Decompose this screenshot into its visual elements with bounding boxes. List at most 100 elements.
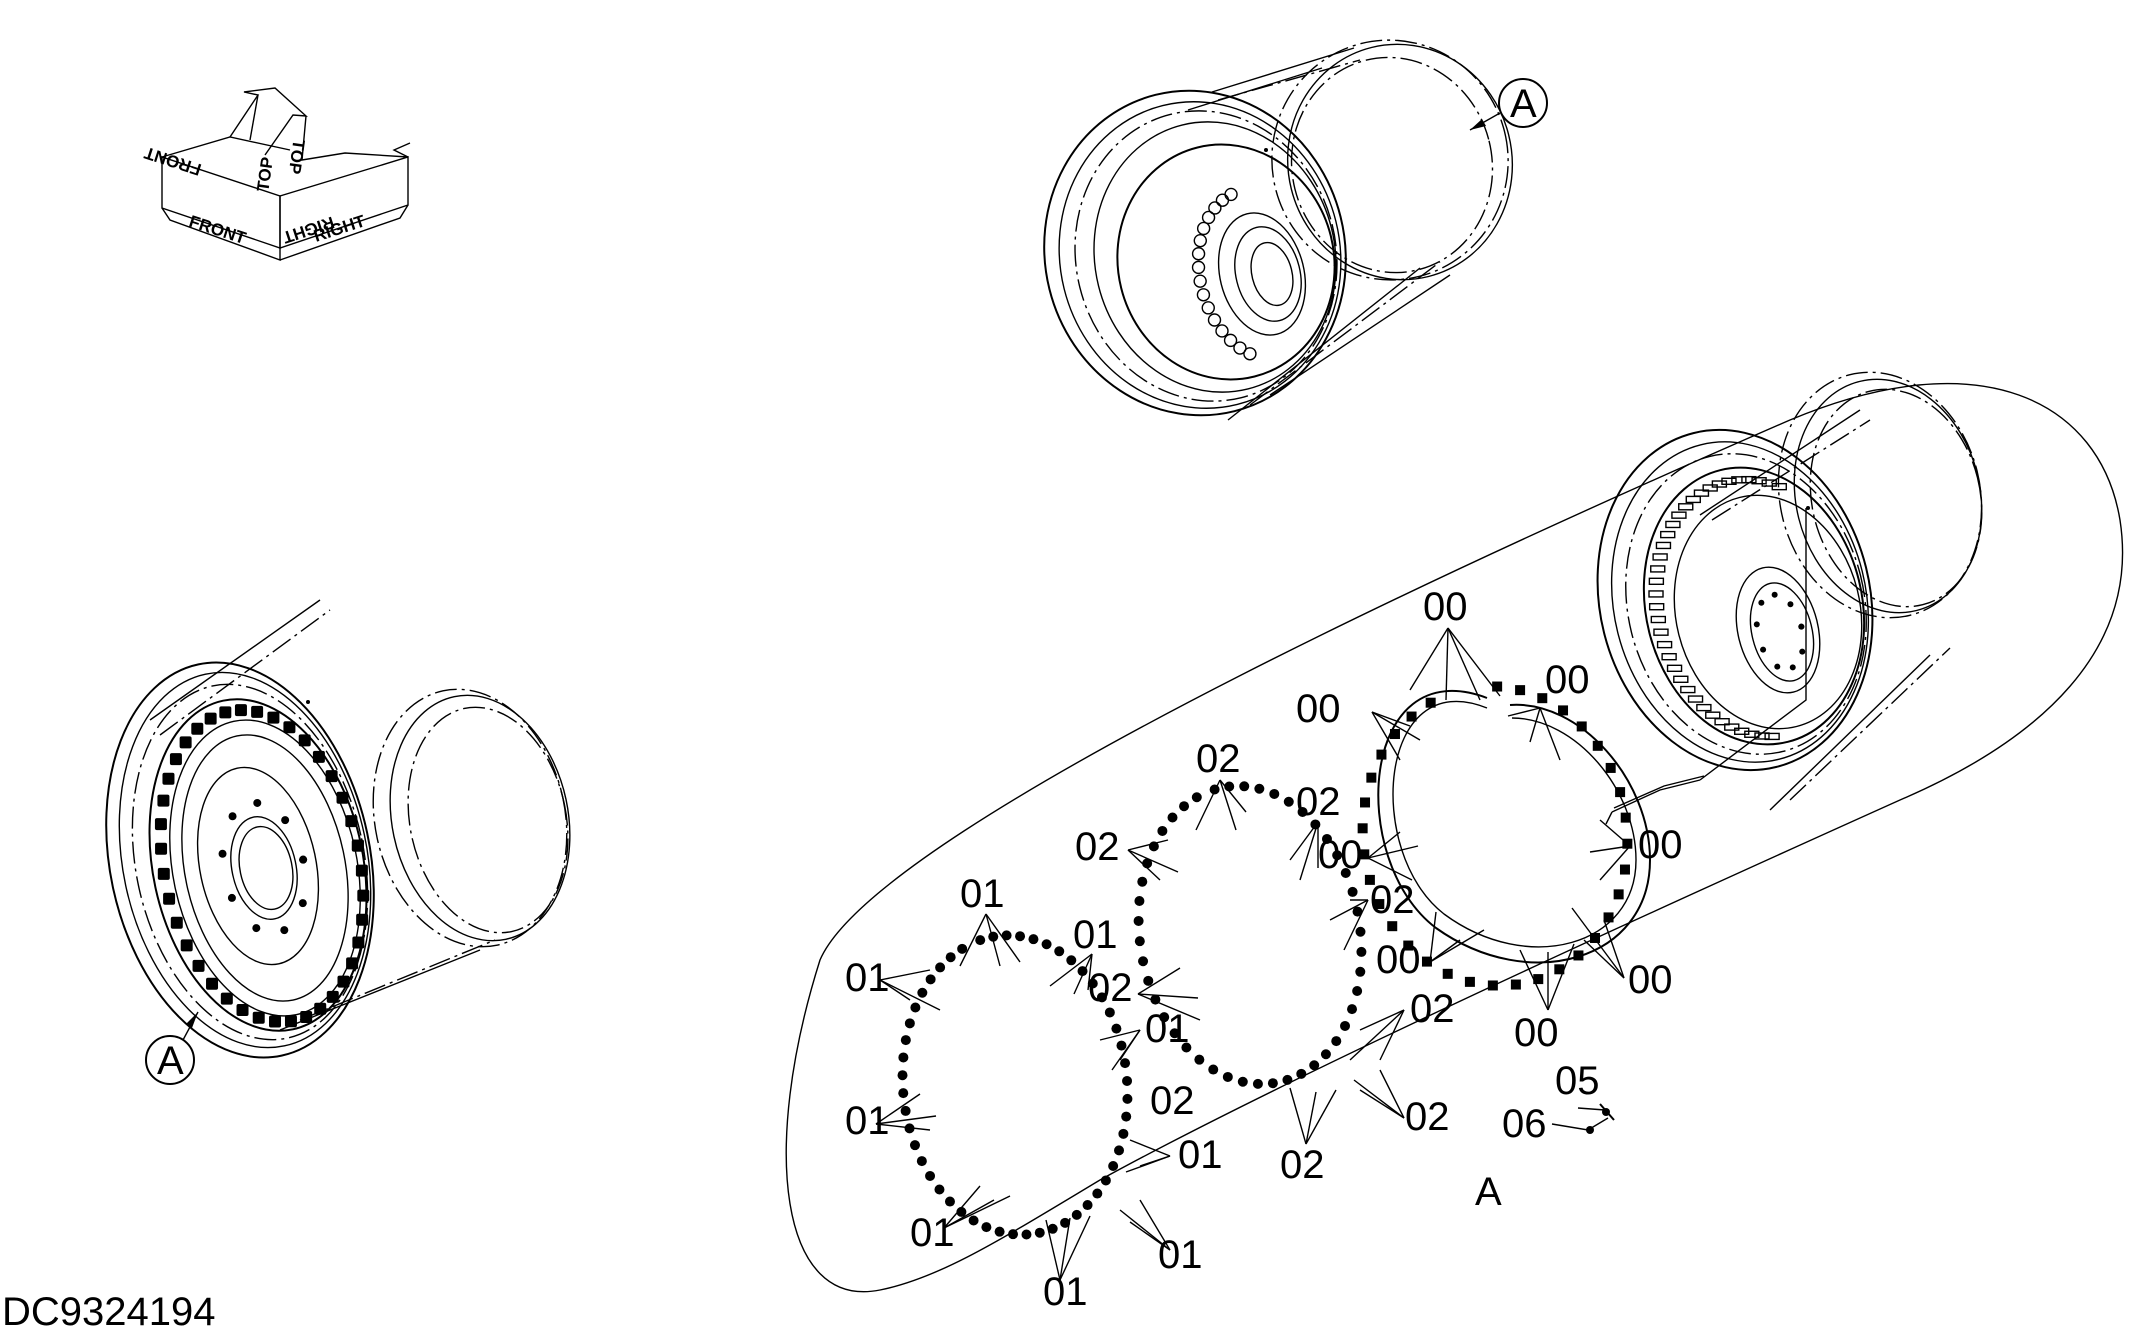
stud-icon [897, 1070, 908, 1081]
leader-line [1571, 907, 1625, 979]
slot-icon [1685, 495, 1701, 504]
leader-line [1519, 949, 1549, 1011]
nut-icon [179, 736, 192, 749]
bolt-icon [1208, 201, 1222, 215]
stud-icon [1121, 1111, 1132, 1122]
callout-06: 06 [1502, 1102, 1547, 1146]
stud-icon [917, 987, 928, 998]
stud-icon [1352, 985, 1363, 996]
bolt-icon [1223, 333, 1238, 348]
stud-icon [935, 962, 946, 973]
leader-line [1127, 839, 1169, 851]
leader-line [1343, 899, 1369, 951]
stud-icon [968, 1215, 979, 1226]
stud-icon [1356, 946, 1367, 957]
stud-icon [1179, 801, 1190, 812]
stud-icon [1041, 939, 1052, 950]
stud-icon [910, 1002, 921, 1013]
nut-icon [1615, 787, 1626, 798]
orientation-front-label: FRONT [187, 212, 249, 248]
leader-line [1139, 1199, 1171, 1251]
bolt-icon [252, 924, 261, 933]
leader-line [1367, 845, 1419, 859]
nut-icon [1533, 974, 1544, 985]
nut-icon [336, 791, 349, 804]
nut-icon [157, 867, 170, 880]
detail-outline [785, 382, 2124, 1293]
bolt-icon [1196, 221, 1211, 236]
slot-icon [1741, 475, 1757, 484]
stud-icon [1239, 781, 1250, 792]
callout-02-right: 02 [1370, 878, 1415, 922]
callout-00-lower: 00 [1376, 938, 1421, 982]
stud-icon [1340, 868, 1351, 879]
stud-icon [1066, 955, 1077, 966]
slot-icon [1656, 640, 1673, 649]
leader-line [1529, 707, 1541, 743]
nut-icon [1357, 823, 1368, 834]
leader-line [1127, 849, 1161, 881]
stud-icon [1096, 992, 1107, 1003]
stud-icon [1352, 906, 1363, 917]
wheel-top [1043, 39, 1514, 421]
nut-icon [1492, 681, 1503, 692]
nut-icon [1374, 899, 1385, 910]
stud-icon [1118, 1128, 1129, 1139]
leader-line [875, 1093, 921, 1125]
stud-icon [904, 1018, 915, 1029]
nut-icon [345, 815, 358, 828]
leader-line [1329, 899, 1369, 921]
stud-icon [925, 974, 936, 985]
callout-02-left: 02 [1075, 825, 1120, 869]
bolt-icon [1787, 601, 1794, 608]
stud-icon [916, 1156, 927, 1167]
leader-line [1125, 1155, 1171, 1173]
nut-icon [1406, 711, 1417, 722]
leader-line [1059, 1215, 1091, 1281]
slot-icon [1660, 530, 1676, 539]
nut-icon [1605, 762, 1616, 773]
leader-line [1219, 779, 1237, 831]
stud-icon [1001, 930, 1012, 941]
stud-icon [956, 1206, 967, 1217]
stud-icon [1060, 1217, 1071, 1228]
stud-icon [1355, 926, 1366, 937]
nut-icon [1387, 921, 1398, 932]
nut-icon [1603, 912, 1614, 923]
nut-icon [204, 712, 217, 725]
slot-icon [1653, 628, 1669, 636]
stud-icon [1181, 1042, 1192, 1053]
stud-icon [1331, 1036, 1342, 1047]
stud-icon [1194, 1054, 1205, 1065]
stud-icon [1297, 806, 1308, 817]
nut-icon [157, 794, 170, 807]
stud-icon [1104, 1007, 1115, 1018]
nut-ring [1357, 681, 1652, 991]
slot-icon [1650, 615, 1667, 624]
stud-icon [1092, 1188, 1103, 1199]
nut-icon [1592, 740, 1603, 751]
stud-icon [1209, 784, 1220, 795]
slot-icon [1714, 718, 1730, 726]
nut-icon [325, 770, 338, 783]
stud-icon [1296, 1068, 1307, 1079]
bolt-icon [1798, 623, 1805, 630]
stud-icon [1208, 1064, 1219, 1075]
stud-icon [945, 952, 956, 963]
nut-icon [357, 889, 370, 902]
leader-line [1137, 993, 1199, 999]
stud-icon [1034, 1227, 1045, 1238]
leader-line [943, 1195, 1011, 1229]
bolt-icon [1233, 341, 1247, 355]
leader-line [985, 913, 1021, 963]
slot-icon [1678, 503, 1694, 511]
callout-05: 05 [1555, 1059, 1600, 1103]
bolt-icon [1201, 301, 1215, 315]
slot-icon [1696, 703, 1712, 712]
nut-icon [191, 722, 204, 735]
leader-line [1409, 627, 1449, 691]
nut-icon [162, 772, 175, 785]
wheel-left [105, 599, 571, 1059]
nut-icon [283, 721, 296, 734]
nut-icon [1366, 772, 1377, 783]
